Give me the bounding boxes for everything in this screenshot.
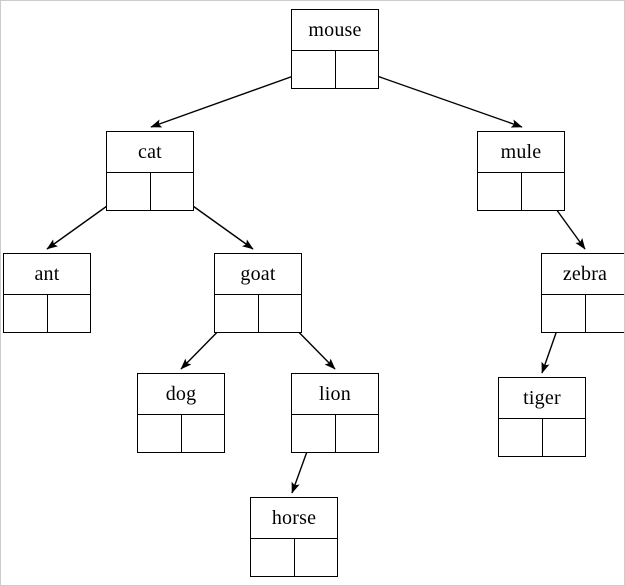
node-pointers-ant (4, 295, 90, 332)
node-label-dog: dog (138, 374, 224, 415)
node-label-lion: lion (292, 374, 378, 415)
node-label-mule: mule (478, 132, 564, 173)
right-pointer-cell-horse[interactable] (295, 539, 338, 576)
node-label-tiger: tiger (499, 378, 585, 419)
left-pointer-cell-dog[interactable] (138, 415, 182, 452)
node-label-mouse: mouse (292, 10, 378, 51)
tree-node-dog[interactable]: dog (137, 373, 225, 453)
right-pointer-cell-lion[interactable] (336, 415, 379, 452)
node-pointers-dog (138, 415, 224, 452)
tree-node-lion[interactable]: lion (291, 373, 379, 453)
right-pointer-cell-cat[interactable] (151, 173, 194, 210)
left-pointer-cell-lion[interactable] (292, 415, 336, 452)
left-pointer-cell-mouse[interactable] (292, 51, 336, 88)
tree-node-zebra[interactable]: zebra (541, 253, 625, 333)
node-label-horse: horse (251, 498, 337, 539)
node-label-zebra: zebra (542, 254, 624, 295)
node-pointers-mouse (292, 51, 378, 88)
right-pointer-cell-goat[interactable] (259, 295, 302, 332)
edge-mouse-to-cat (150, 68, 314, 128)
tree-node-goat[interactable]: goat (214, 253, 302, 333)
tree-node-mule[interactable]: mule (477, 131, 565, 211)
tree-node-ant[interactable]: ant (3, 253, 91, 333)
tree-node-horse[interactable]: horse (250, 497, 338, 577)
node-pointers-lion (292, 415, 378, 452)
left-pointer-cell-horse[interactable] (251, 539, 295, 576)
left-pointer-cell-goat[interactable] (215, 295, 259, 332)
tree-node-tiger[interactable]: tiger (498, 377, 586, 457)
left-pointer-cell-mule[interactable] (478, 173, 522, 210)
left-pointer-cell-cat[interactable] (107, 173, 151, 210)
node-label-goat: goat (215, 254, 301, 295)
left-pointer-cell-tiger[interactable] (499, 419, 543, 456)
node-pointers-tiger (499, 419, 585, 456)
tree-node-mouse[interactable]: mouse (291, 9, 379, 89)
left-pointer-cell-zebra[interactable] (542, 295, 586, 332)
node-pointers-horse (251, 539, 337, 576)
right-pointer-cell-mule[interactable] (522, 173, 565, 210)
edge-mouse-to-mule (356, 68, 523, 128)
node-pointers-zebra (542, 295, 625, 332)
tree-node-cat[interactable]: cat (106, 131, 194, 211)
node-label-ant: ant (4, 254, 90, 295)
right-pointer-cell-dog[interactable] (182, 415, 225, 452)
node-pointers-cat (107, 173, 193, 210)
right-pointer-cell-zebra[interactable] (586, 295, 625, 332)
node-label-cat: cat (107, 132, 193, 173)
right-pointer-cell-mouse[interactable] (336, 51, 379, 88)
left-pointer-cell-ant[interactable] (4, 295, 48, 332)
node-pointers-mule (478, 173, 564, 210)
right-pointer-cell-ant[interactable] (48, 295, 91, 332)
right-pointer-cell-tiger[interactable] (543, 419, 586, 456)
node-pointers-goat (215, 295, 301, 332)
